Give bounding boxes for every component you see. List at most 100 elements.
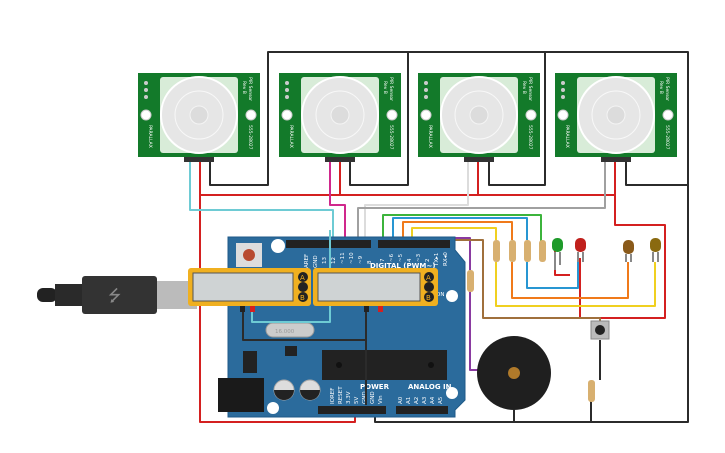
pir-brand: PARALLAX [427, 125, 433, 148]
resistor[interactable] [509, 240, 516, 262]
pir-sensor[interactable]: PIR Sensor Rev B 555-28027 PARALLAX [418, 73, 540, 162]
pir-rev: Rev B [382, 81, 388, 94]
wire-button-resistor[interactable] [590, 340, 601, 422]
pir-pins[interactable] [601, 157, 631, 162]
button-a-label: A [426, 274, 431, 282]
button-b-label: B [426, 294, 431, 302]
pin-label: ~6 [389, 253, 395, 262]
power-jack[interactable] [218, 378, 264, 412]
pin-label: ~5 [398, 253, 404, 262]
pushbutton[interactable] [590, 320, 610, 340]
pin-label: ~10 [349, 252, 355, 264]
wire-ground-sensor1[interactable] [209, 51, 689, 423]
pir-sensor[interactable]: PIR Sensor Rev B 555-28027 PARALLAX [279, 73, 401, 162]
pin-label: A5 [438, 396, 444, 404]
analog-header[interactable] [396, 406, 448, 414]
resistor[interactable] [493, 240, 500, 262]
wire-signal-sensor1[interactable] [189, 162, 334, 245]
wire-signal-sensor2[interactable] [329, 162, 346, 245]
wire-power-leds[interactable] [579, 195, 666, 319]
digital-header-left[interactable] [286, 240, 371, 248]
pin-label: ~3 [416, 253, 422, 262]
button-b-label: B [300, 294, 305, 302]
analog-label: ANALOG IN [408, 383, 452, 391]
resistor[interactable] [588, 380, 595, 402]
pir-sensor[interactable]: PIR Sensor Rev B 555-28027 PARALLAX [138, 73, 260, 162]
pir-part: 555-28027 [664, 125, 670, 150]
pin-label: 4 [407, 258, 413, 262]
pin-label: GND [370, 391, 376, 404]
pir-brand: PARALLAX [564, 125, 570, 148]
display-module[interactable]: A B [188, 268, 311, 312]
pin-label: 12 [331, 257, 337, 264]
wire-led-green[interactable] [382, 214, 542, 245]
pin-label: ~11 [340, 252, 346, 264]
bulb-icon[interactable] [298, 282, 308, 292]
pir-brand: PARALLAX [288, 125, 294, 148]
pir-pins[interactable] [464, 157, 494, 162]
pin-label: 2 [425, 259, 431, 263]
wires [189, 51, 689, 423]
power-label: POWER [360, 383, 390, 391]
button-a-label: A [300, 274, 305, 282]
wire-power-rail[interactable] [199, 162, 616, 196]
pir-title: PIR Sensor [527, 77, 533, 101]
pir-part: 555-28027 [247, 125, 253, 150]
pir-sensor[interactable]: PIR Sensor Rev B 555-28027 PARALLAX [555, 73, 677, 162]
pin-label: GND [313, 255, 319, 268]
pin-label: 8 [367, 260, 373, 264]
wire-led-orange[interactable] [402, 221, 629, 299]
button-a[interactable] [298, 272, 308, 282]
button-a[interactable] [424, 272, 434, 282]
pin-label: RESET [338, 386, 344, 404]
pin-label: ~9 [358, 255, 364, 264]
wire-signal-sensor4[interactable] [357, 162, 606, 245]
display-module[interactable]: A B [313, 268, 438, 312]
usb-icon: ⭍ [108, 286, 121, 305]
pin-label: AREF [304, 254, 310, 268]
usb-plug [82, 276, 157, 314]
pin-label: 3.3V [346, 391, 352, 404]
bulb-icon[interactable] [424, 282, 434, 292]
arduino-uno[interactable]: AREF GND 13 12 ~11 ~10 ~9 8 7 ~6 ~5 4 ~3… [218, 236, 466, 418]
pin-label: A0 [398, 396, 404, 404]
pin-label: 7 [380, 258, 386, 262]
pir-brand: PARALLAX [147, 125, 153, 148]
pir-part: 555-28027 [388, 125, 394, 150]
wire-led-red-return[interactable] [554, 250, 570, 276]
digital-label: DIGITAL (PWM~) [370, 262, 435, 270]
pin-label: A2 [414, 397, 420, 404]
wire-led-blue[interactable] [392, 217, 579, 289]
wire-ground-sensor4[interactable] [625, 162, 688, 186]
pin-label: IOREF [330, 388, 336, 404]
led-olive[interactable] [650, 238, 661, 262]
rx-label: RX◂0 [443, 252, 449, 266]
tx-label: TX▸1 [434, 253, 440, 267]
resistor[interactable] [524, 240, 531, 262]
resistor[interactable] [539, 240, 546, 262]
led-red[interactable] [575, 238, 586, 262]
resistors [467, 240, 595, 402]
pir-title: PIR Sensor [664, 77, 670, 101]
piezo-buzzer[interactable] [477, 336, 551, 410]
pin-label: A1 [406, 397, 412, 404]
microcontroller-chip [322, 350, 447, 380]
pir-pins[interactable] [184, 157, 214, 162]
led-brown[interactable] [623, 240, 634, 262]
button-b[interactable] [298, 292, 308, 302]
pin-label: A4 [430, 396, 436, 404]
power-header[interactable] [318, 406, 386, 414]
digital-header-right[interactable] [378, 240, 450, 248]
pin-label: 5V [354, 397, 360, 404]
resistor[interactable] [467, 270, 474, 292]
led-green[interactable] [552, 238, 563, 270]
wire-signal-sensor3[interactable] [364, 162, 469, 245]
pir-title: PIR Sensor [247, 77, 253, 101]
wire-ground-sensor3[interactable] [488, 52, 546, 186]
wire-display-ground[interactable] [242, 308, 367, 405]
usb-cable[interactable]: ⭍ [37, 276, 197, 314]
button-b[interactable] [424, 292, 434, 302]
pir-pins[interactable] [325, 157, 355, 162]
wire-ground-sensor2[interactable] [349, 52, 409, 186]
